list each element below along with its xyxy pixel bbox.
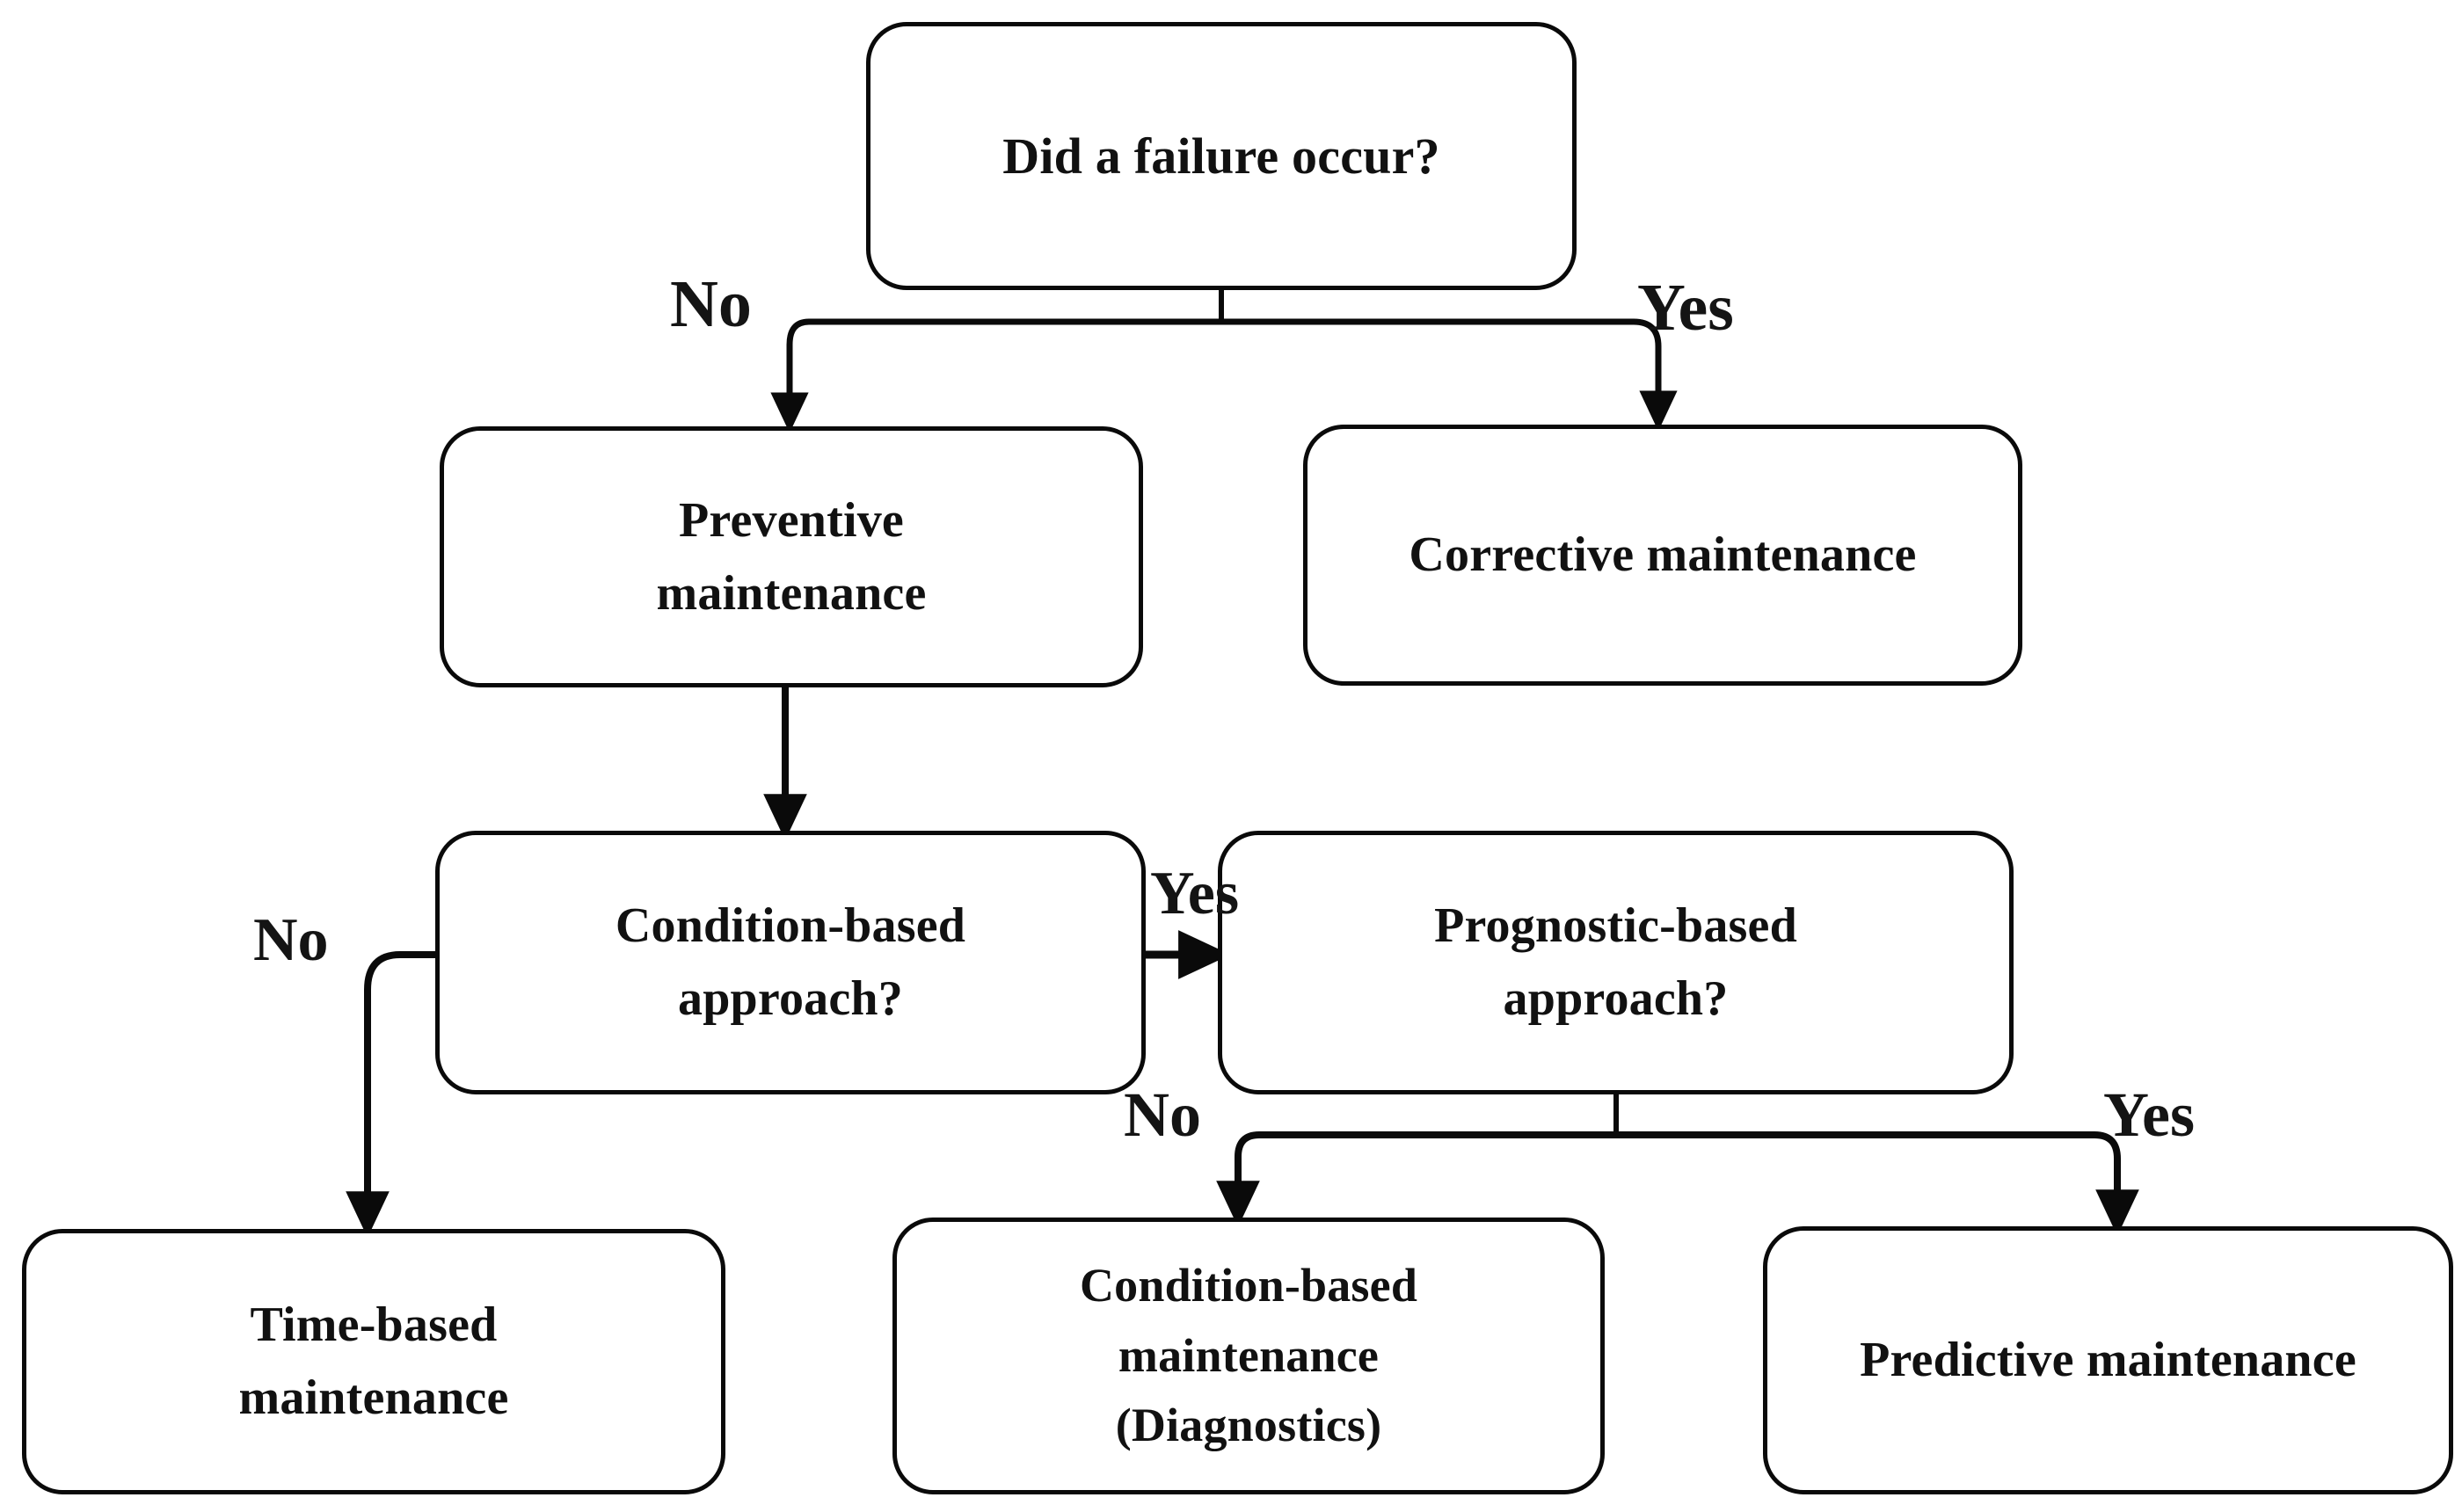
node-label: Preventive maintenance — [656, 492, 927, 621]
node-corrective-maintenance[interactable]: Corrective maintenance — [1303, 425, 2022, 686]
edge-root-no — [770, 318, 810, 433]
node-label: Corrective maintenance — [1409, 527, 1917, 583]
edge-prognostic-no — [1216, 1131, 1260, 1228]
edge-label-condition-yes: Yes — [1150, 860, 1240, 927]
node-label: Condition-based maintenance (Diagnostics… — [1079, 1258, 1418, 1452]
edge-label-root-no: No — [670, 267, 752, 341]
node-prognostic-based-approach-question[interactable]: Prognostic-based approach? — [1218, 831, 2014, 1094]
edge-label-prognostic-yes: Yes — [2103, 1079, 2195, 1150]
edge-root-split — [809, 290, 1634, 325]
node-label: Condition-based approach? — [615, 898, 966, 1026]
node-label: Time-based maintenance — [238, 1298, 509, 1425]
node-preventive-maintenance[interactable]: Preventive maintenance — [440, 426, 1143, 687]
node-label: Did a failure occur? — [1002, 127, 1440, 185]
edge-prognostic-split — [1259, 1094, 2094, 1138]
node-time-based-maintenance[interactable]: Time-based maintenance — [22, 1229, 725, 1494]
edge-label-prognostic-no: No — [1124, 1079, 1201, 1150]
node-label: Prognostic-based approach? — [1434, 898, 1797, 1026]
node-label: Predictive maintenance — [1860, 1333, 2356, 1388]
edge-prognostic-yes — [2094, 1131, 2139, 1237]
edge-label-condition-no: No — [253, 906, 329, 974]
edge-root-yes — [1633, 318, 1678, 432]
edge-label-root-yes: Yes — [1637, 271, 1734, 345]
node-condition-based-approach-question[interactable]: Condition-based approach? — [435, 831, 1146, 1094]
node-condition-based-maintenance-diagnostics[interactable]: Condition-based maintenance (Diagnostics… — [892, 1218, 1605, 1494]
node-did-a-failure-occur[interactable]: Did a failure occur? — [866, 22, 1577, 290]
edge-condition-no — [346, 951, 435, 1239]
node-predictive-maintenance[interactable]: Predictive maintenance — [1763, 1226, 2453, 1494]
